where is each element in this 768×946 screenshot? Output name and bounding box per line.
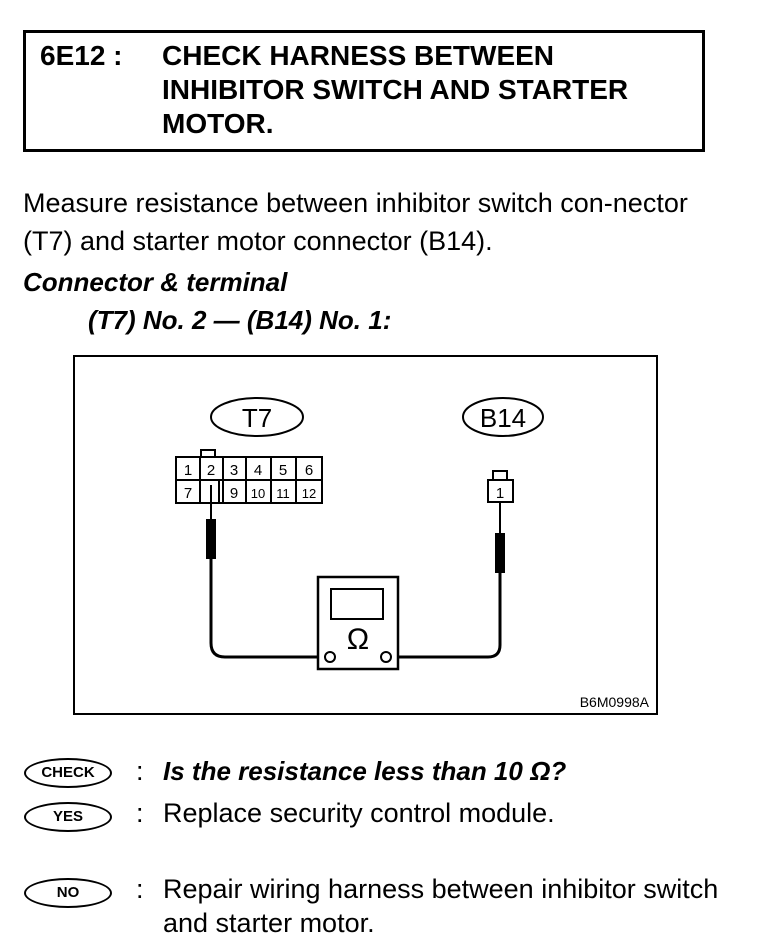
t7-pin: 1 bbox=[184, 462, 192, 479]
t7-pin: 2 bbox=[207, 462, 215, 479]
check-question: Is the resistance less than 10 Ω? bbox=[163, 756, 567, 786]
connector-terminals: (T7) No. 2 — (B14) No. 1: bbox=[88, 305, 392, 335]
figure-code: B6M0998A bbox=[580, 694, 650, 710]
yes-badge: YES bbox=[24, 802, 112, 832]
right-probe bbox=[390, 502, 505, 659]
check-colon: : bbox=[136, 756, 144, 786]
check-badge: CHECK bbox=[24, 758, 112, 788]
t7-pin: 3 bbox=[230, 462, 238, 479]
section-title: CHECK HARNESS BETWEEN INHIBITOR SWITCH A… bbox=[162, 40, 629, 139]
t7-pin: 9 bbox=[230, 485, 238, 502]
b14-label-ellipse bbox=[462, 397, 544, 437]
wiring-diagram: T7 B14 1 2 3 4 5 6 7 9 10 11 bbox=[73, 355, 658, 715]
left-probe bbox=[206, 485, 323, 659]
t7-connector-latch bbox=[200, 449, 216, 458]
t7-pin: 6 bbox=[305, 462, 313, 479]
ohm-symbol: Ω bbox=[347, 623, 369, 656]
t7-label-ellipse bbox=[210, 397, 304, 437]
ohmmeter: Ω bbox=[316, 575, 400, 671]
t7-connector bbox=[175, 449, 323, 504]
connector-heading: Connector & terminal bbox=[23, 267, 288, 297]
ohmmeter-terminal-right bbox=[380, 651, 392, 663]
t7-pin: 4 bbox=[254, 462, 262, 479]
b14-label: B14 bbox=[480, 403, 526, 433]
yes-answer: Replace security control module. bbox=[163, 798, 555, 828]
yes-colon: : bbox=[136, 798, 144, 828]
ohmmeter-display bbox=[330, 588, 384, 620]
wiring-diagram-svg: T7 B14 1 2 3 4 5 6 7 9 10 11 bbox=[175, 397, 650, 710]
t7-pin: 11 bbox=[276, 486, 290, 501]
no-answer: Repair wiring harness between inhibitor … bbox=[163, 874, 719, 938]
ohmmeter-terminal-left bbox=[324, 651, 336, 663]
section-header-box: 6E12 : CHECK HARNESS BETWEEN INHIBITOR S… bbox=[23, 30, 705, 152]
intro-paragraph: Measure resistance between inhibitor swi… bbox=[23, 188, 688, 256]
section-code: 6E12 : bbox=[40, 40, 123, 71]
b14-connector-latch bbox=[492, 470, 508, 481]
t7-label: T7 bbox=[242, 403, 272, 433]
t7-pin: 7 bbox=[184, 485, 192, 502]
t7-pin: 5 bbox=[279, 462, 287, 479]
b14-pin: 1 bbox=[496, 485, 504, 502]
no-badge: NO bbox=[24, 878, 112, 908]
no-colon: : bbox=[136, 874, 144, 904]
t7-pin: 12 bbox=[302, 486, 316, 501]
t7-pin: 10 bbox=[251, 486, 265, 501]
